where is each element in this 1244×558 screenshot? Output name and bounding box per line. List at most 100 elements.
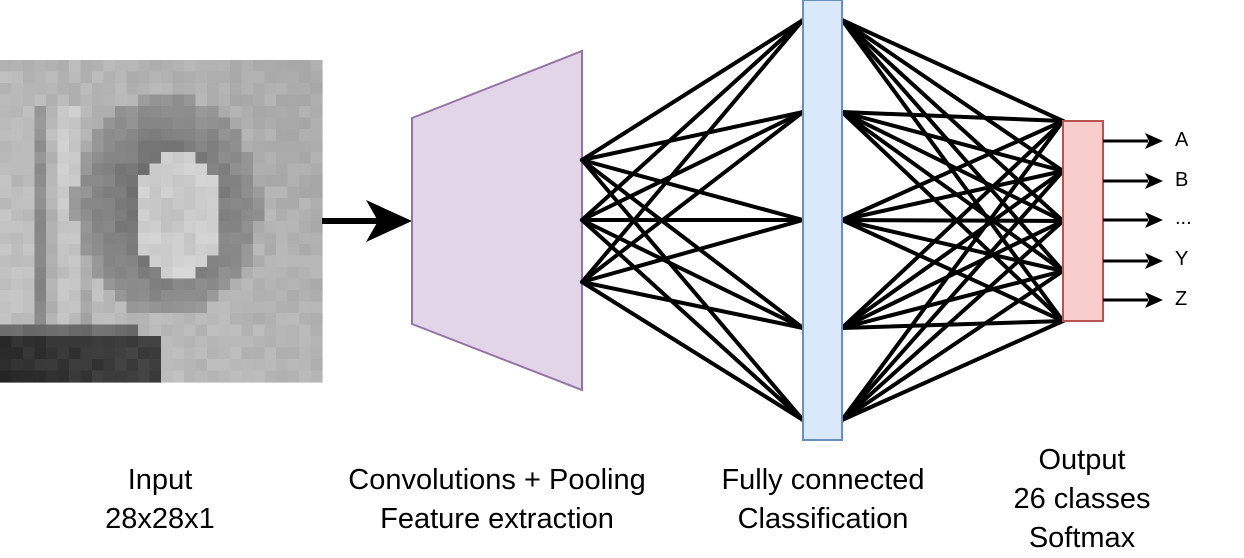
input-pixel (34, 324, 47, 337)
input-pixel (184, 370, 197, 383)
input-pixel (138, 290, 151, 303)
input-pixel (23, 186, 36, 199)
input-pixel (138, 278, 151, 291)
input-pixel (253, 267, 266, 280)
input-pixel (126, 209, 139, 222)
input-pixel (287, 278, 300, 291)
input-pixel (103, 198, 116, 211)
input-pixel (103, 186, 116, 199)
input-pixel (23, 221, 36, 234)
input-pixel (230, 370, 243, 383)
input-pixel (207, 106, 220, 119)
input-pixel (115, 71, 128, 84)
input-pixel (161, 267, 174, 280)
input-pixel (276, 359, 289, 372)
input-pixel (287, 129, 300, 142)
input-pixel (172, 313, 185, 326)
input-pixel (230, 60, 243, 73)
input-pixel (57, 129, 70, 142)
input-pixel (115, 83, 128, 96)
input-pixel (0, 83, 13, 96)
input-pixel (172, 198, 185, 211)
input-pixel (287, 347, 300, 360)
input-pixel (253, 186, 266, 199)
input-pixel (287, 370, 300, 383)
input-pixel (11, 255, 24, 268)
input-pixel (103, 106, 116, 119)
input-pixel (184, 198, 197, 211)
input-pixel (115, 129, 128, 142)
input-pixel (115, 106, 128, 119)
input-pixel (310, 175, 323, 188)
input-pixel (23, 324, 36, 337)
input-pixel (69, 175, 82, 188)
input-pixel (138, 106, 151, 119)
input-pixel (299, 221, 312, 234)
input-pixel (310, 163, 323, 176)
input-pixel (276, 83, 289, 96)
input-pixel (138, 129, 151, 142)
input-pixel (230, 267, 243, 280)
input-pixel (172, 301, 185, 314)
input-pixel (80, 186, 93, 199)
input-pixel (276, 94, 289, 107)
input-pixel (241, 267, 254, 280)
connection-line (840, 119, 1065, 222)
input-pixel (11, 140, 24, 153)
input-pixel (218, 278, 231, 291)
input-pixel (264, 140, 277, 153)
input-pixel (149, 370, 162, 383)
input-pixel (161, 198, 174, 211)
input-pixel (69, 336, 82, 349)
input-pixel (287, 301, 300, 314)
input-pixel (149, 129, 162, 142)
input-pixel (184, 71, 197, 84)
input-pixel (299, 336, 312, 349)
input-pixel (253, 278, 266, 291)
input-pixel (23, 94, 36, 107)
input-pixel (34, 221, 47, 234)
input-pixel (46, 198, 59, 211)
input-pixel (207, 186, 220, 199)
input-pixel (46, 140, 59, 153)
input-pixel (23, 198, 36, 211)
input-pixel (80, 83, 93, 96)
input-pixel (241, 290, 254, 303)
input-pixel (103, 129, 116, 142)
input-pixel (195, 140, 208, 153)
input-pixel (126, 301, 139, 314)
input-pixel (241, 175, 254, 188)
input-pixel (299, 324, 312, 337)
input-pixel (126, 267, 139, 280)
input-pixel (149, 106, 162, 119)
input-pixel (126, 347, 139, 360)
input-pixel (310, 209, 323, 222)
input-pixel (46, 267, 59, 280)
input-pixel (276, 267, 289, 280)
input-pixel (138, 221, 151, 234)
input-pixel (115, 255, 128, 268)
input-pixel (195, 221, 208, 234)
input-pixel (69, 60, 82, 73)
input-pixel (253, 370, 266, 383)
connection-line (580, 158, 805, 222)
input-pixel (172, 267, 185, 280)
input-pixel (172, 129, 185, 142)
input-pixel (80, 244, 93, 257)
input-pixel (80, 313, 93, 326)
input-pixel (264, 290, 277, 303)
input-pixel (103, 221, 116, 234)
output-caption-title: Output (1038, 444, 1126, 476)
input-pixel (276, 140, 289, 153)
input-pixel (195, 60, 208, 73)
connection-line (580, 110, 805, 284)
input-pixel (253, 117, 266, 130)
input-pixel (230, 290, 243, 303)
input-pixel (69, 347, 82, 360)
input-pixel (149, 71, 162, 84)
input-pixel (80, 336, 93, 349)
input-pixel (69, 267, 82, 280)
input-pixel (69, 278, 82, 291)
input-pixel (264, 324, 277, 337)
input-pixel (92, 278, 105, 291)
